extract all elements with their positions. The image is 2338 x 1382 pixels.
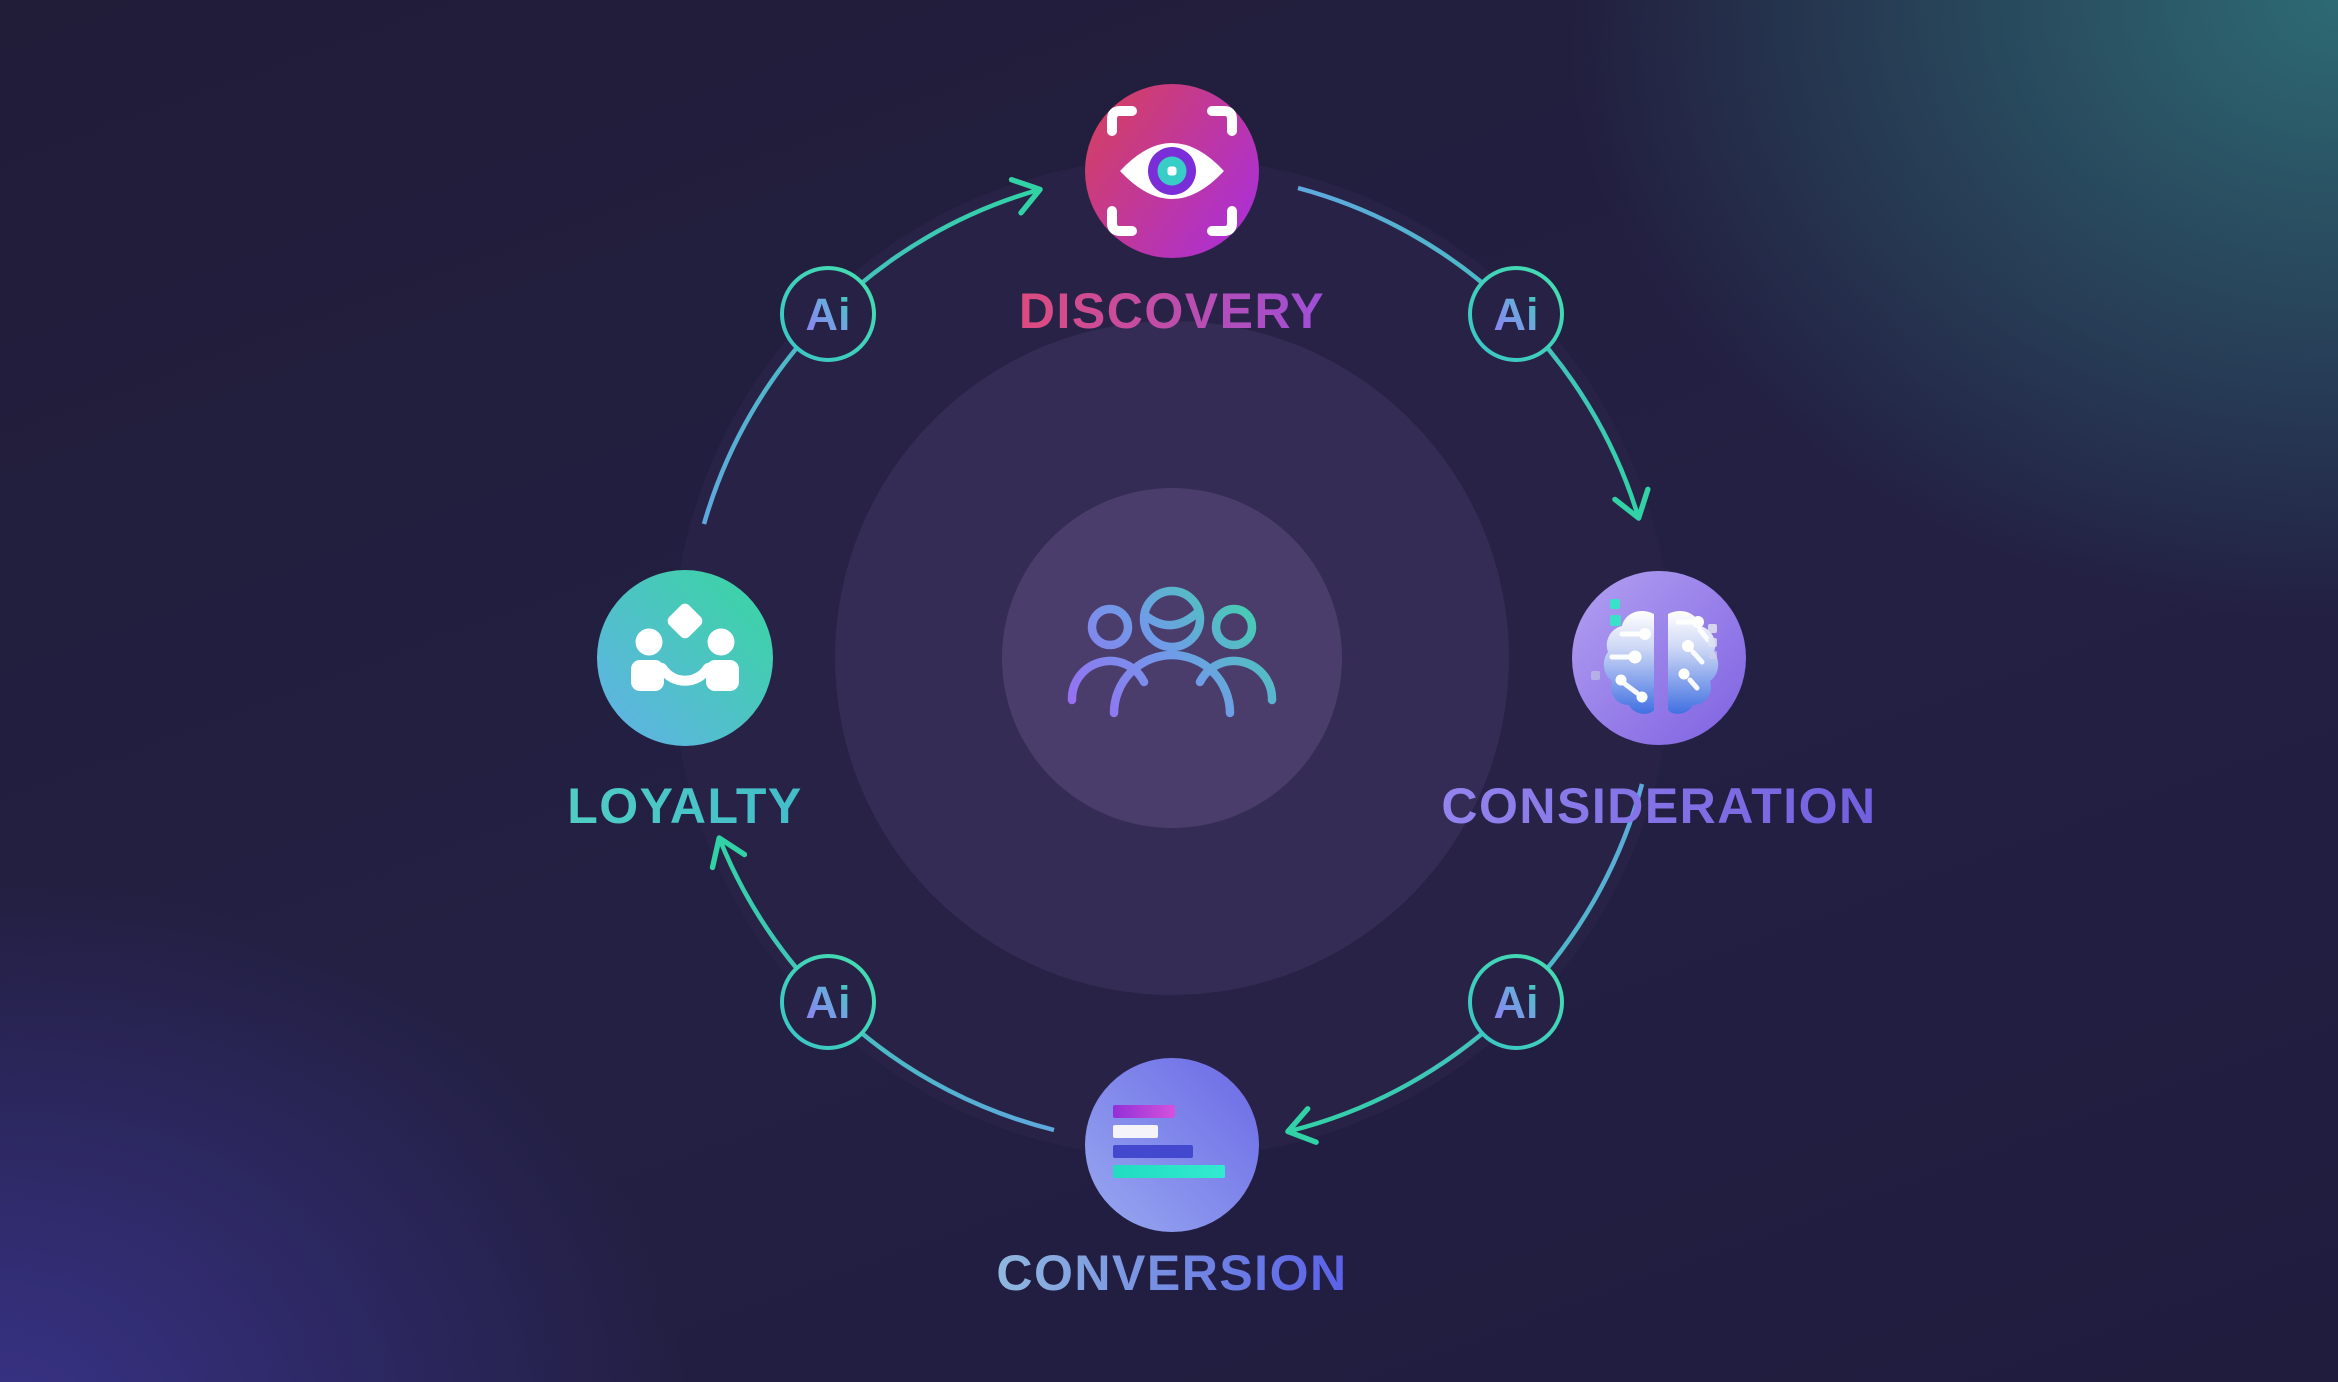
ai-badge-ring xyxy=(1468,954,1564,1050)
ai-badges: Ai Ai Ai Ai xyxy=(780,266,1564,1050)
group-center-face-line xyxy=(1141,607,1203,630)
stage-icon-loyalty xyxy=(597,570,773,746)
loyalty-badge-circle xyxy=(597,570,773,746)
bar-chart-icon xyxy=(1113,1105,1225,1178)
bar-1 xyxy=(1113,1105,1175,1118)
stage-label-consideration: CONSIDERATION xyxy=(1441,778,1876,834)
ai-badge-ring xyxy=(780,954,876,1050)
group-center-shoulders xyxy=(1109,650,1235,718)
ai-badge-label: Ai xyxy=(806,977,851,1028)
brain-circuit-icon xyxy=(1591,599,1719,714)
ai-badge-ring xyxy=(1468,266,1564,362)
stage-icon-conversion xyxy=(1085,1058,1259,1232)
ai-badge-ring xyxy=(780,266,876,362)
audience-group-icon xyxy=(1067,586,1277,718)
bar-3 xyxy=(1113,1145,1193,1158)
team-handshake-icon xyxy=(631,603,739,691)
group-left-head xyxy=(1087,604,1133,650)
ai-badge-label: Ai xyxy=(1494,289,1539,340)
ai-badge-bottom-right: Ai xyxy=(1468,954,1564,1050)
stage-label-conversion: CONVERSION xyxy=(996,1245,1347,1301)
stage-label-discovery: DISCOVERY xyxy=(1019,283,1325,339)
bar-2 xyxy=(1113,1125,1158,1138)
stage-icon-consideration xyxy=(1572,571,1746,745)
ai-badge-label: Ai xyxy=(806,289,851,340)
group-right-head xyxy=(1211,604,1257,650)
bar-4 xyxy=(1113,1165,1225,1178)
ai-badge-bottom-left: Ai xyxy=(780,954,876,1050)
ai-badge-top-left: Ai xyxy=(780,266,876,362)
consideration-badge-circle xyxy=(1572,571,1746,745)
stage-label-loyalty: LOYALTY xyxy=(567,778,803,834)
ai-badge-top-right: Ai xyxy=(1468,266,1564,362)
stage-icon-discovery xyxy=(1085,84,1259,258)
eye-viewfinder-icon xyxy=(1107,106,1237,236)
ai-badge-label: Ai xyxy=(1494,977,1539,1028)
